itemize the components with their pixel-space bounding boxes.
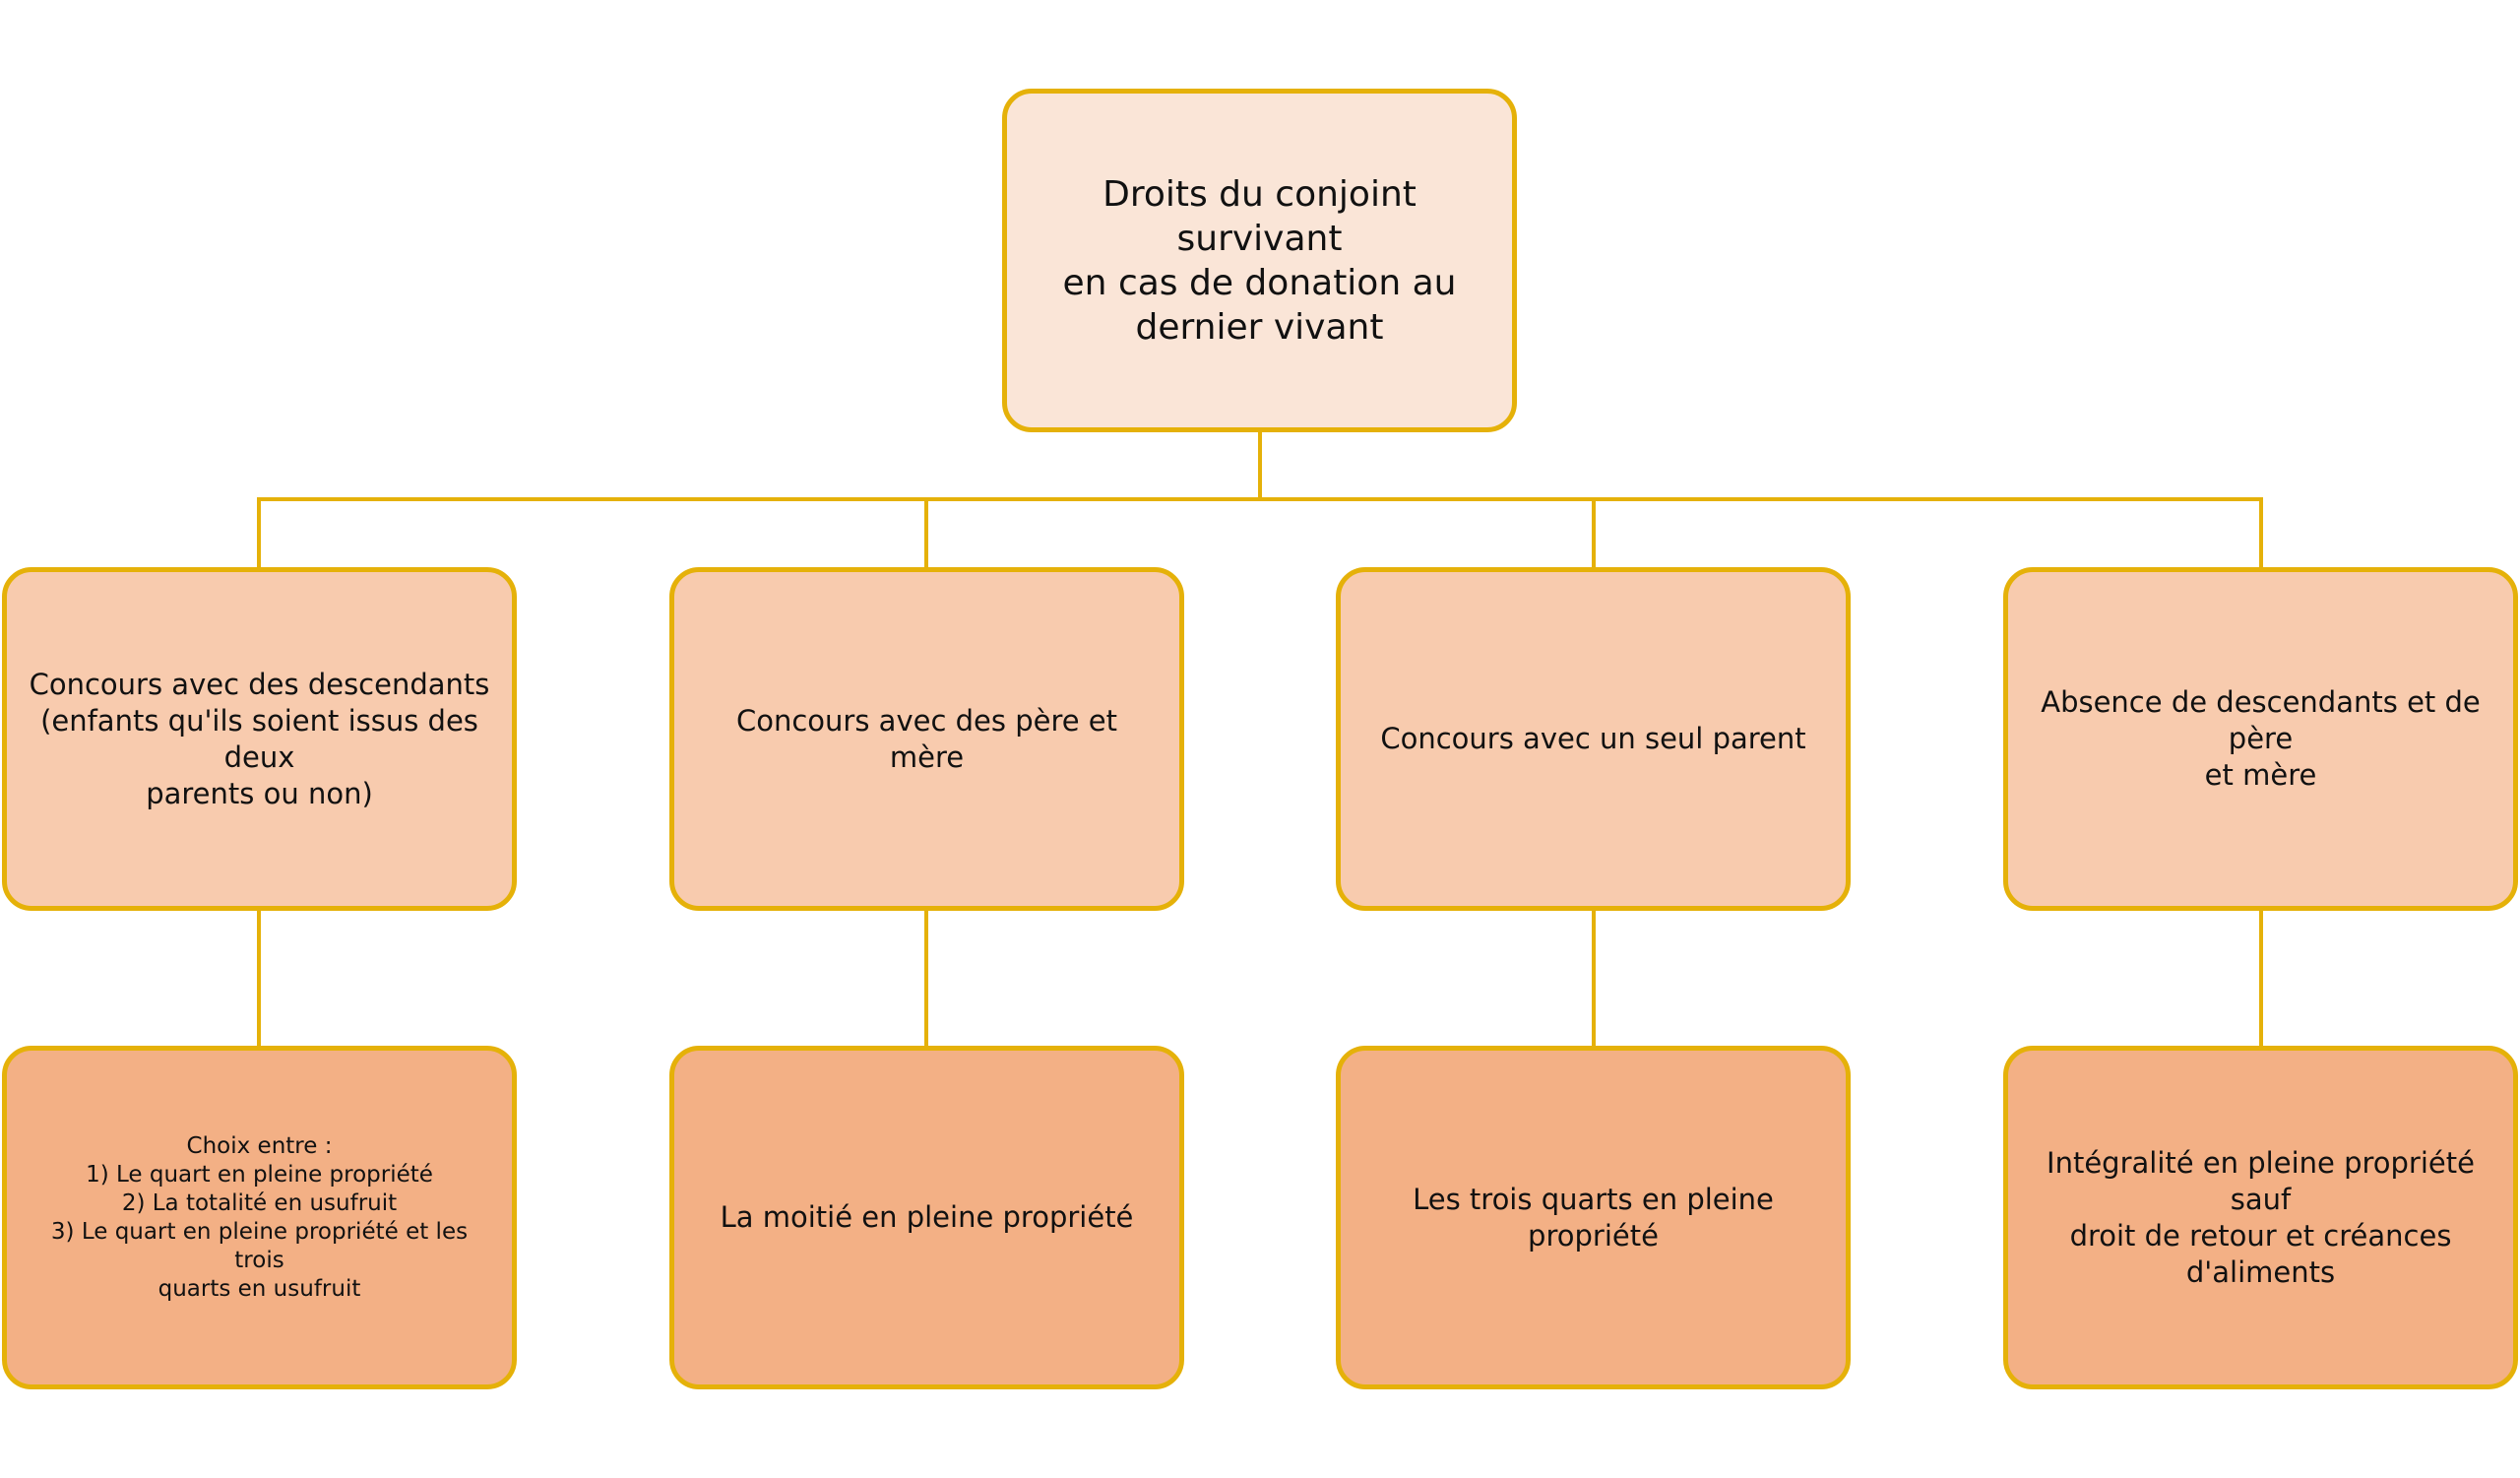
category-label: Concours avec des descendants (enfants q… xyxy=(29,667,490,810)
root-node-label: Droits du conjoint survivant en cas de d… xyxy=(1062,173,1457,348)
category-node-both-parents: Concours avec des père et mère xyxy=(669,567,1184,911)
category-node-single-parent: Concours avec un seul parent xyxy=(1336,567,1851,911)
outcome-label: Les trois quarts en pleine propriété xyxy=(1413,1182,1774,1253)
outcome-node-both-parents: La moitié en pleine propriété xyxy=(669,1046,1184,1389)
category-label: Absence de descendants et de père et mèr… xyxy=(2041,685,2481,792)
outcome-node-descendants: Choix entre : 1) Le quart en pleine prop… xyxy=(2,1046,517,1389)
category-node-no-descendants: Absence de descendants et de père et mèr… xyxy=(2003,567,2518,911)
category-label: Concours avec des père et mère xyxy=(735,703,1117,774)
outcome-label: Intégralité en pleine propriété sauf dro… xyxy=(2047,1145,2475,1289)
outcome-node-single-parent: Les trois quarts en pleine propriété xyxy=(1336,1046,1851,1389)
outcome-node-no-descendants: Intégralité en pleine propriété sauf dro… xyxy=(2003,1046,2518,1389)
category-label: Concours avec un seul parent xyxy=(1380,722,1806,755)
outcome-label: Choix entre : 1) Le quart en pleine prop… xyxy=(50,1132,469,1302)
root-node: Droits du conjoint survivant en cas de d… xyxy=(1002,89,1517,432)
outcome-label: La moitié en pleine propriété xyxy=(720,1200,1134,1234)
category-node-descendants: Concours avec des descendants (enfants q… xyxy=(2,567,517,911)
